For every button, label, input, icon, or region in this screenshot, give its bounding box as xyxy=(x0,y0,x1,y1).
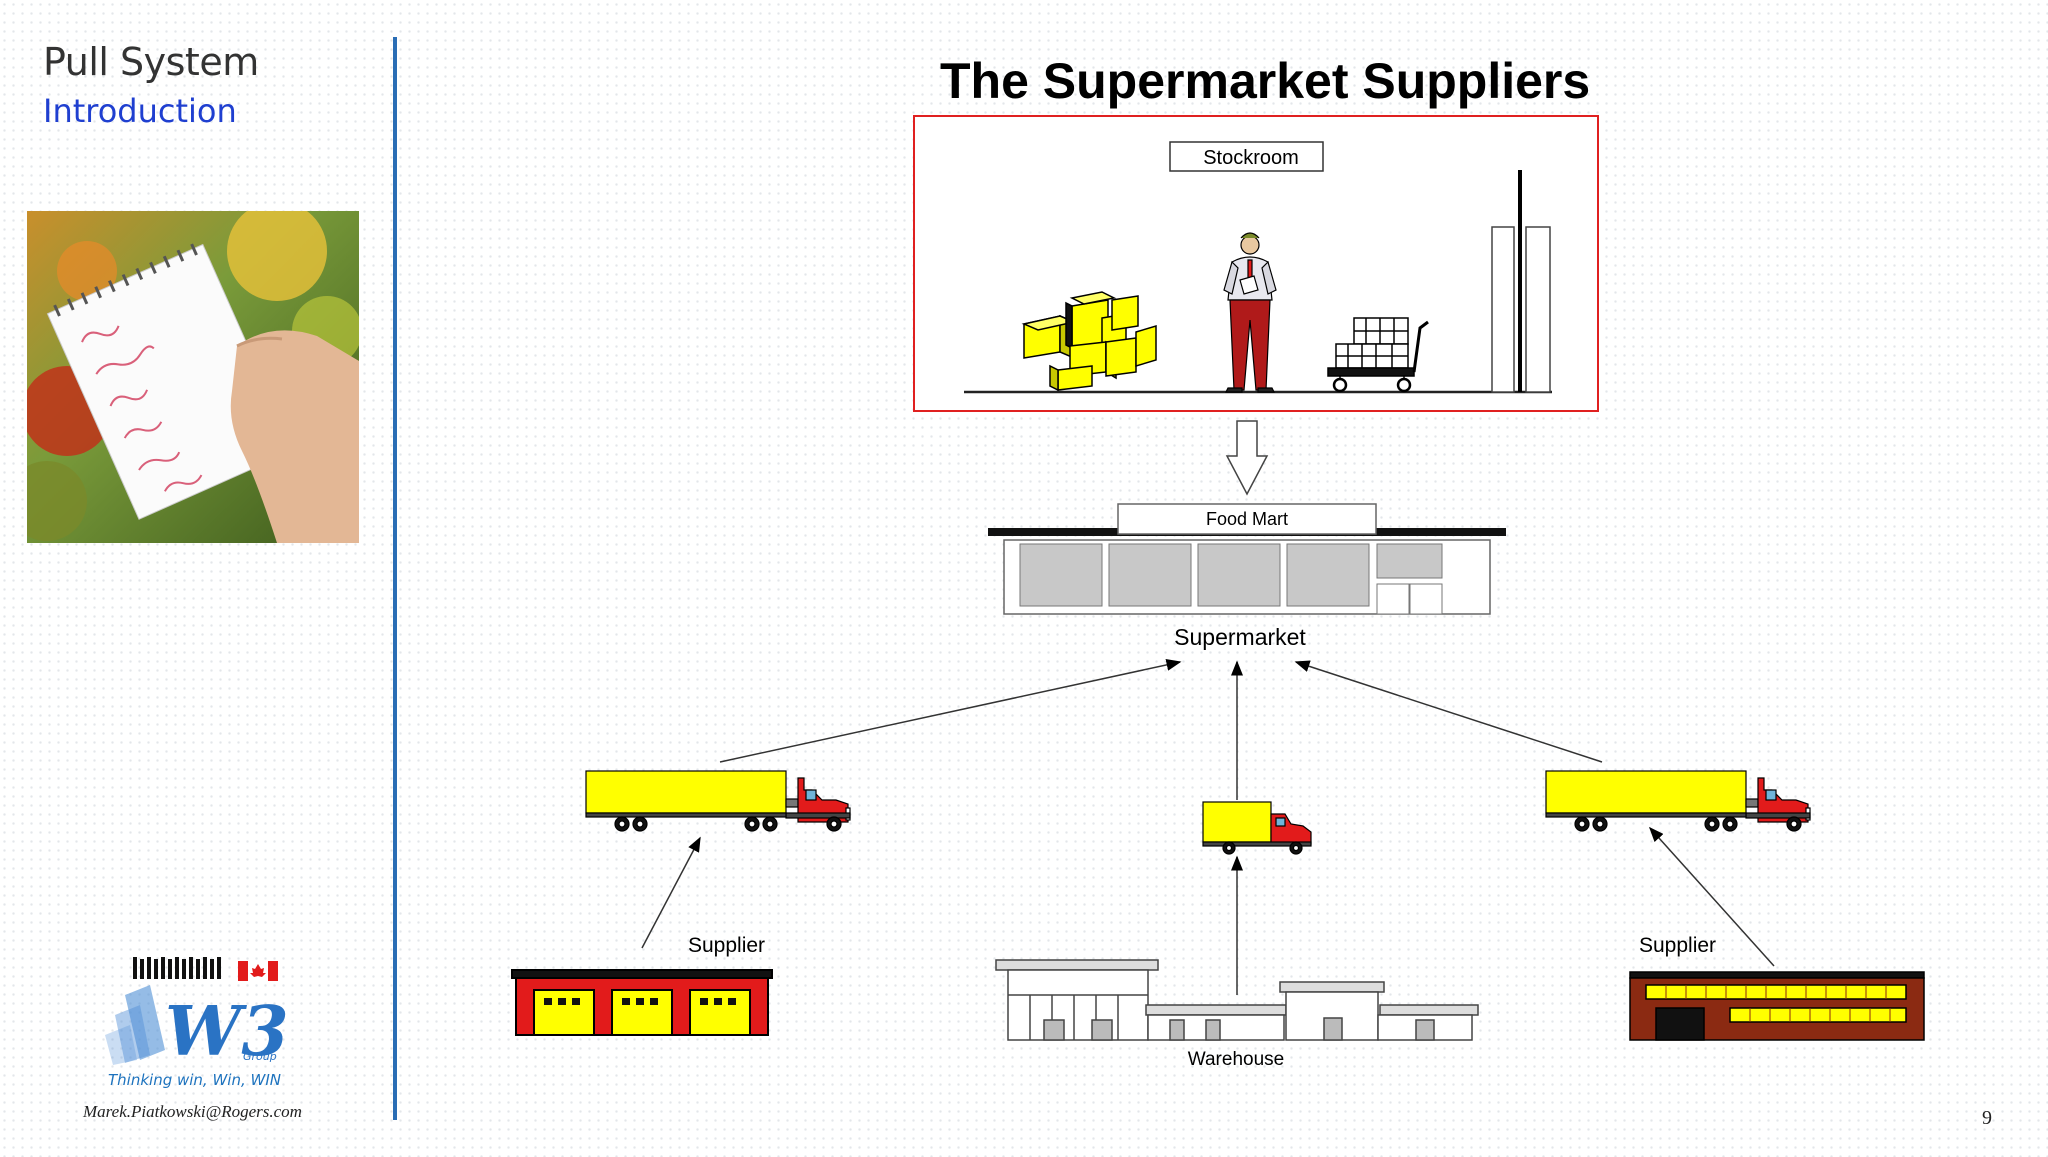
down-arrow-icon xyxy=(1225,420,1269,496)
food-mart-sign xyxy=(1117,503,1377,535)
contact-email: Marek.Piatkowski@Rogers.com xyxy=(83,1102,302,1121)
supplier-left-label: Supplier xyxy=(688,934,765,957)
supermarket-building-icon xyxy=(988,503,1506,615)
arrow-left-truck-to-supermarket xyxy=(719,659,1182,763)
arrow-right-supplier-to-truck xyxy=(1648,826,1775,967)
stockroom-label: Stockroom xyxy=(1203,147,1299,169)
supermarket-label: Supermarket xyxy=(1174,624,1306,650)
vertical-divider xyxy=(393,37,397,1120)
svg-text:W3: W3 xyxy=(165,992,289,1072)
arrow-right-truck-to-supermarket xyxy=(1294,660,1603,763)
hand-cart-icon xyxy=(1327,317,1429,393)
boxes-pile-icon xyxy=(1021,291,1157,392)
stockroom-label-box xyxy=(1169,141,1324,172)
warehouse-label: Warehouse xyxy=(1188,1049,1284,1070)
semi-truck-right-icon xyxy=(1545,770,1811,832)
w3-group-logo: W3 Group xyxy=(95,955,315,1095)
canada-flag-icon xyxy=(238,961,278,981)
delivery-truck-center-icon xyxy=(1202,801,1312,855)
section-title: Pull System xyxy=(43,40,259,84)
page-number: 9 xyxy=(1982,1107,1992,1129)
warehouse-building-icon xyxy=(995,959,1479,1041)
section-subtitle: Introduction xyxy=(43,92,237,130)
slide-title: The Supermarket Suppliers xyxy=(940,53,1591,109)
svg-text:Group: Group xyxy=(243,1050,277,1063)
semi-truck-left-icon xyxy=(585,770,851,832)
supplier-left-building-icon xyxy=(511,969,773,1036)
store-sign-label: Food Mart xyxy=(1206,509,1288,529)
stock-clerk-icon xyxy=(1223,232,1277,393)
supplier-right-label: Supplier xyxy=(1639,934,1716,957)
tagline: Thinking win, Win, WIN xyxy=(108,1071,281,1089)
shopping-list-photo xyxy=(27,211,359,543)
arrow-left-supplier-to-truck xyxy=(641,836,701,949)
storage-shelves-icon xyxy=(1491,170,1551,393)
supplier-right-factory-icon xyxy=(1629,971,1925,1041)
